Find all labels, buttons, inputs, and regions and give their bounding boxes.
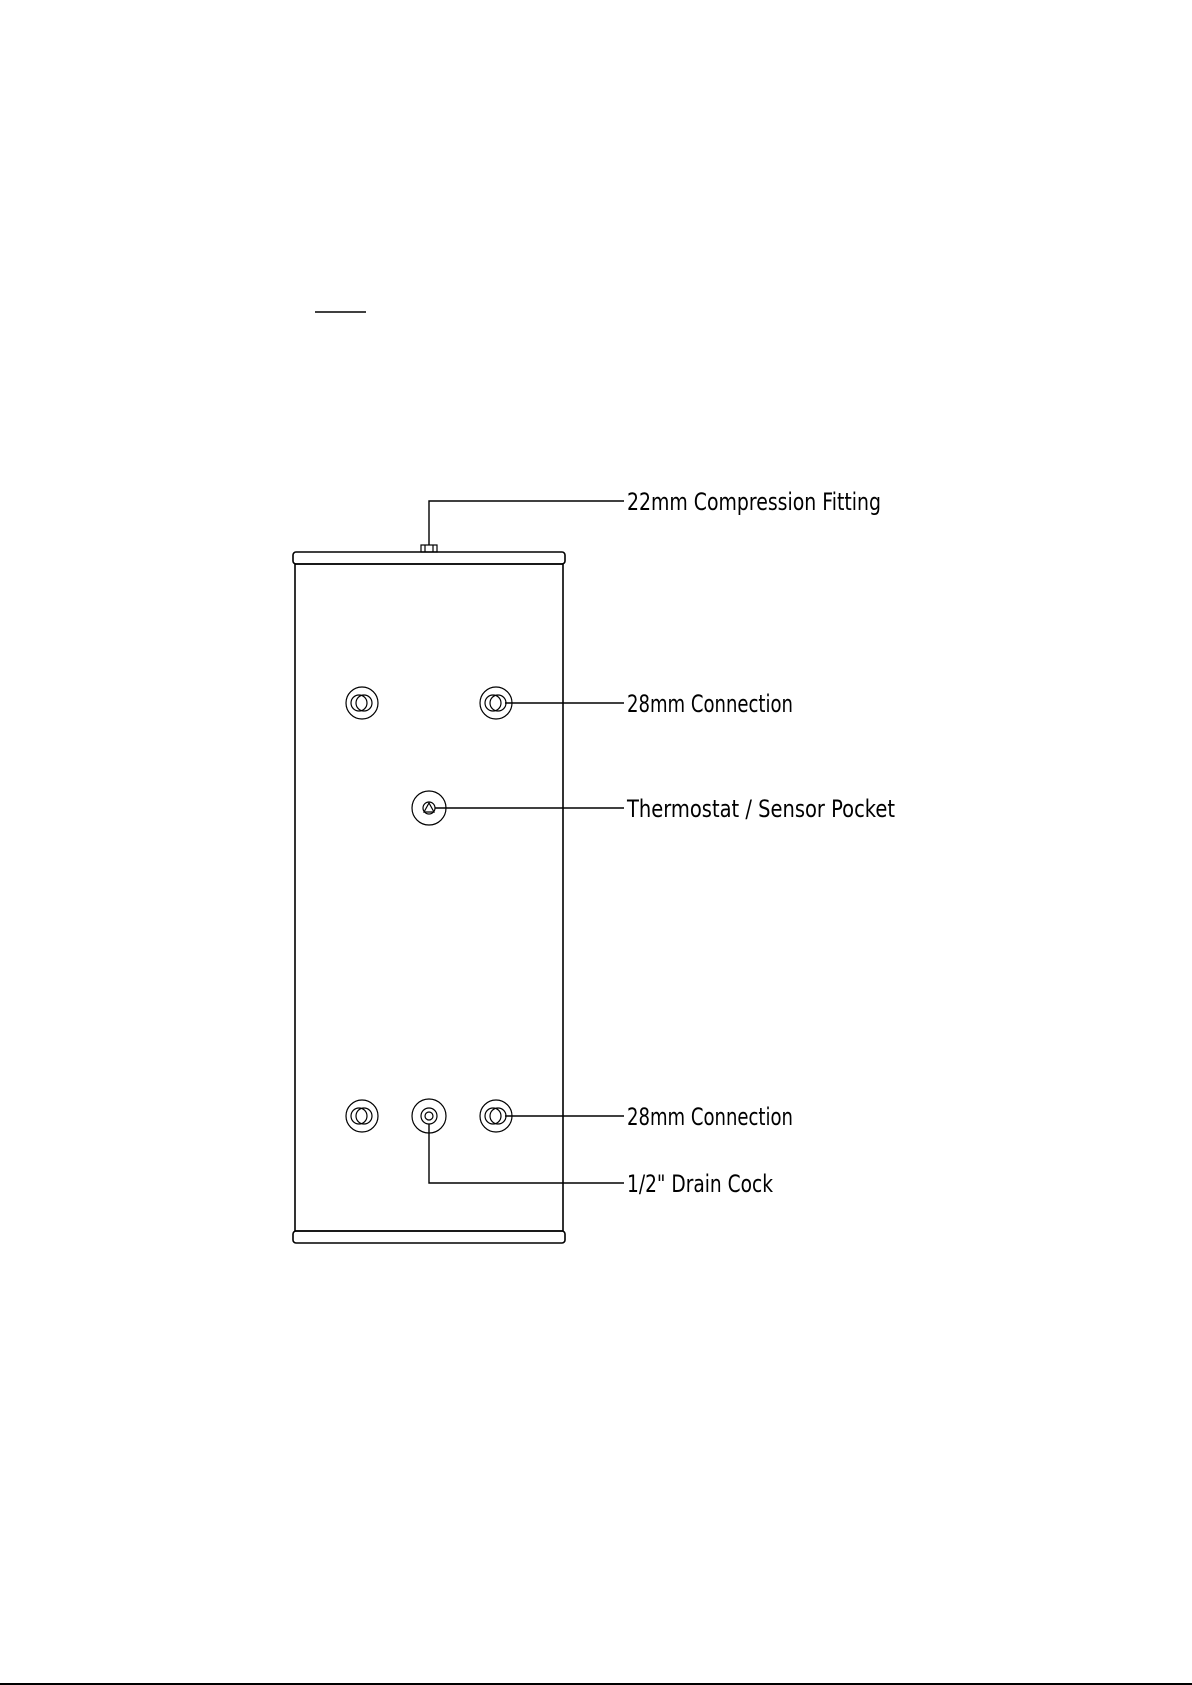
label-connection-lower: 28mm Connection xyxy=(627,1103,793,1131)
label-sensor-pocket: Thermostat / Sensor Pocket xyxy=(626,795,895,823)
label-drain-cock: 1/2" Drain Cock xyxy=(627,1170,773,1198)
leader-compression-fitting xyxy=(429,501,624,545)
connection-upper-left xyxy=(346,687,378,719)
compression-fitting xyxy=(421,545,437,552)
connection-lower-left xyxy=(346,1100,378,1132)
label-compression-fitting: 22mm Compression Fitting xyxy=(627,488,881,516)
label-connection-upper: 28mm Connection xyxy=(627,690,793,718)
cylinder-top-band xyxy=(293,552,565,564)
leader-drain-cock xyxy=(429,1124,624,1183)
cylinder-bottom-band xyxy=(293,1231,565,1243)
